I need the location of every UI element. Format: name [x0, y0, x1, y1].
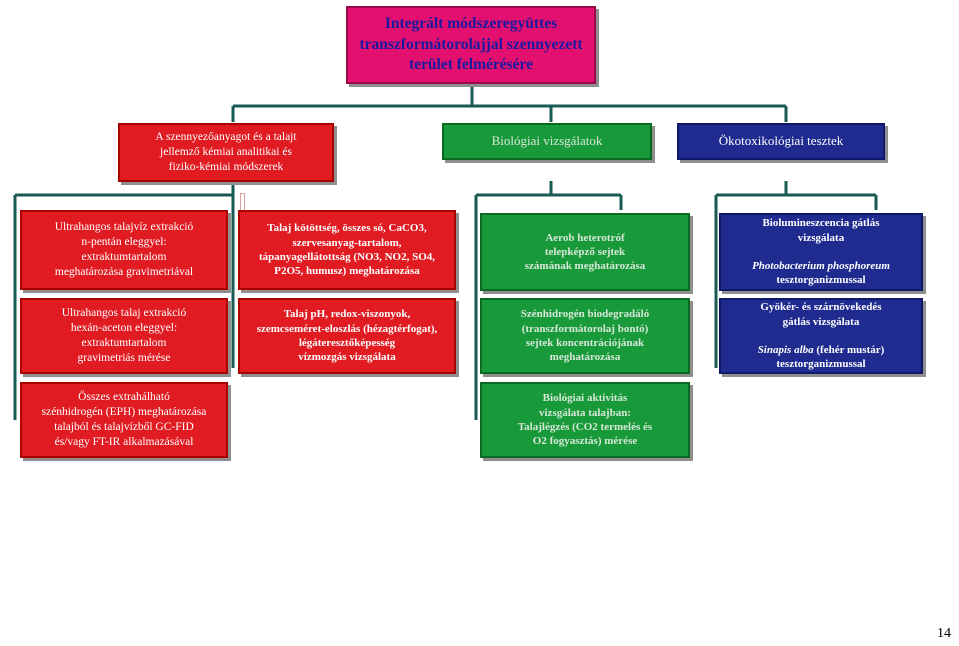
category-ecotox: Ökotoxikológiai tesztek [677, 123, 885, 160]
biological-item-2: Szénhidrogén biodegradáló (transzformáto… [480, 298, 690, 374]
biological-item-3: Biológiai aktivitás vizsgálata talajban:… [480, 382, 690, 458]
soil-item-1: Talaj kötöttség, összes só, CaCO3, szerv… [238, 210, 456, 290]
chemical-item-3: Összes extrahálható szénhidrogén (EPH) m… [20, 382, 228, 458]
biological-item-1: Aerob heterotróf telepképző sejtek számá… [480, 213, 690, 291]
chemical-item-1: Ultrahangos talajvíz extrakció n-pentán … [20, 210, 228, 290]
soil-item-2: Talaj pH, redox-viszonyok, szemcseméret-… [238, 298, 456, 374]
root-title-box: Integrált módszeregyüttes transzformátor… [346, 6, 596, 84]
ecotox-item-2: Gyökér- és szárnövekedés gátlás vizsgála… [719, 298, 923, 374]
category-biological: Biológiai vizsgálatok [442, 123, 652, 160]
page-number: 14 [937, 626, 951, 641]
category-chemical: A szennyezőanyagot és a talajt jellemző … [118, 123, 334, 182]
chemical-item-2: Ultrahangos talaj extrakció hexán-aceton… [20, 298, 228, 374]
root-title: Integrált módszeregyüttes transzformátor… [359, 14, 583, 74]
ecotox-item-1: Biolumineszcencia gátlás vizsgálata Phot… [719, 213, 923, 291]
